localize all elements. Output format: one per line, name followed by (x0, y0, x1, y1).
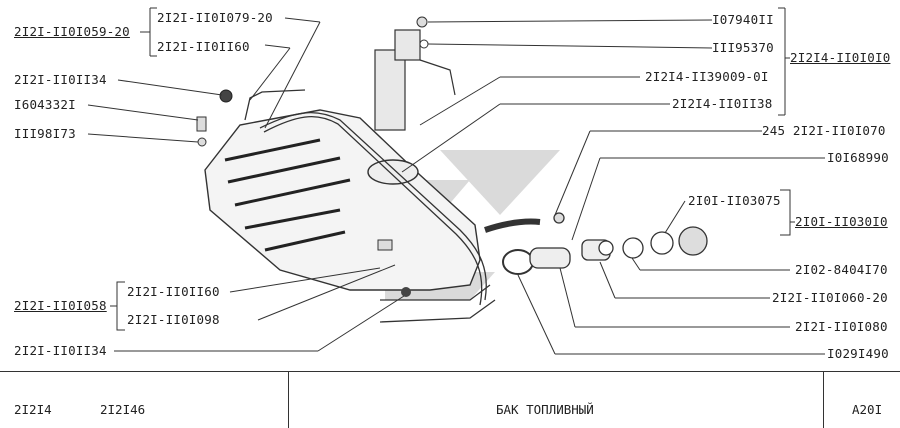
label-part-0ii34-bottom: 2I2I-II0II34 (14, 343, 107, 358)
label-part-1604332: I604332I (14, 97, 76, 112)
title-block: 2I2I4 2I2I46 БАК ТОПЛИВНЫЙ A20I (0, 371, 900, 428)
washer-1195370 (419, 39, 429, 49)
label-part-0ii38: 2I2I4-II0II38 (672, 96, 773, 111)
label-assembly-top-left: 2I2I-II0I059-20 (14, 24, 130, 39)
fuel-pump-unit (374, 29, 456, 131)
label-part-0291490: I029I490 (827, 346, 889, 361)
label-part-0i080: 2I2I-II0I080 (795, 319, 888, 334)
label-part-1198173: III98I73 (14, 126, 76, 141)
label-part-0i098: 2I2I-II0I098 (127, 312, 220, 327)
footer-title-cell: БАК ТОПЛИВНЫЙ (288, 372, 824, 428)
grommet-0ii34 (219, 89, 233, 103)
label-part-1195370: III95370 (712, 40, 774, 55)
label-part-245: 245 2I2I-II0I070 (762, 123, 886, 138)
leader-lines (87, 7, 825, 355)
label-part-0ii34-top: 2I2I-II0II34 (14, 72, 107, 87)
footer-code-cell: A20I (823, 372, 900, 428)
label-part-0079-20: 2I2I-II0I079-20 (157, 10, 273, 25)
label-assembly-top-right: 2I2I4-II0I0I0 (790, 50, 891, 65)
fuel-pipes (244, 89, 496, 323)
grommet-0ii34-bottom (401, 287, 411, 297)
label-part-0ii60-top: 2I2I-II0II60 (157, 39, 250, 54)
label-part-0ii60-bottom: 2I2I-II0II60 (127, 284, 220, 299)
footer-code: A20I (852, 402, 883, 417)
label-assembly-bottom-left: 2I2I-II0I058 (14, 298, 107, 313)
fuel-tank (204, 109, 481, 291)
footer-title: БАК ТОПЛИВНЫЙ (496, 402, 594, 417)
sender-flange (367, 159, 419, 185)
label-assembly-mid-right: 2I0I-II030I0 (795, 214, 888, 229)
tank-ribs (224, 138, 351, 252)
clip-0ii60 (377, 239, 393, 251)
label-part-103075: 2I0I-II03075 (688, 193, 781, 208)
label-part-8404170: 2I02-8404I70 (795, 262, 888, 277)
label-part-139009: 2I2I4-II39009-0I (645, 69, 769, 84)
footer-model-2: 2I2I46 (100, 402, 146, 417)
bolt-1604332 (196, 116, 207, 132)
label-part-107940: I07940II (712, 12, 774, 27)
washer-1198173 (197, 137, 207, 147)
label-part-1016899: I0I68990 (827, 150, 889, 165)
label-part-0i060-20: 2I2I-II0I060-20 (772, 290, 888, 305)
hose-assembly (484, 212, 708, 275)
footer-model-1: 2I2I4 (14, 402, 52, 417)
nut-107940 (416, 16, 428, 28)
